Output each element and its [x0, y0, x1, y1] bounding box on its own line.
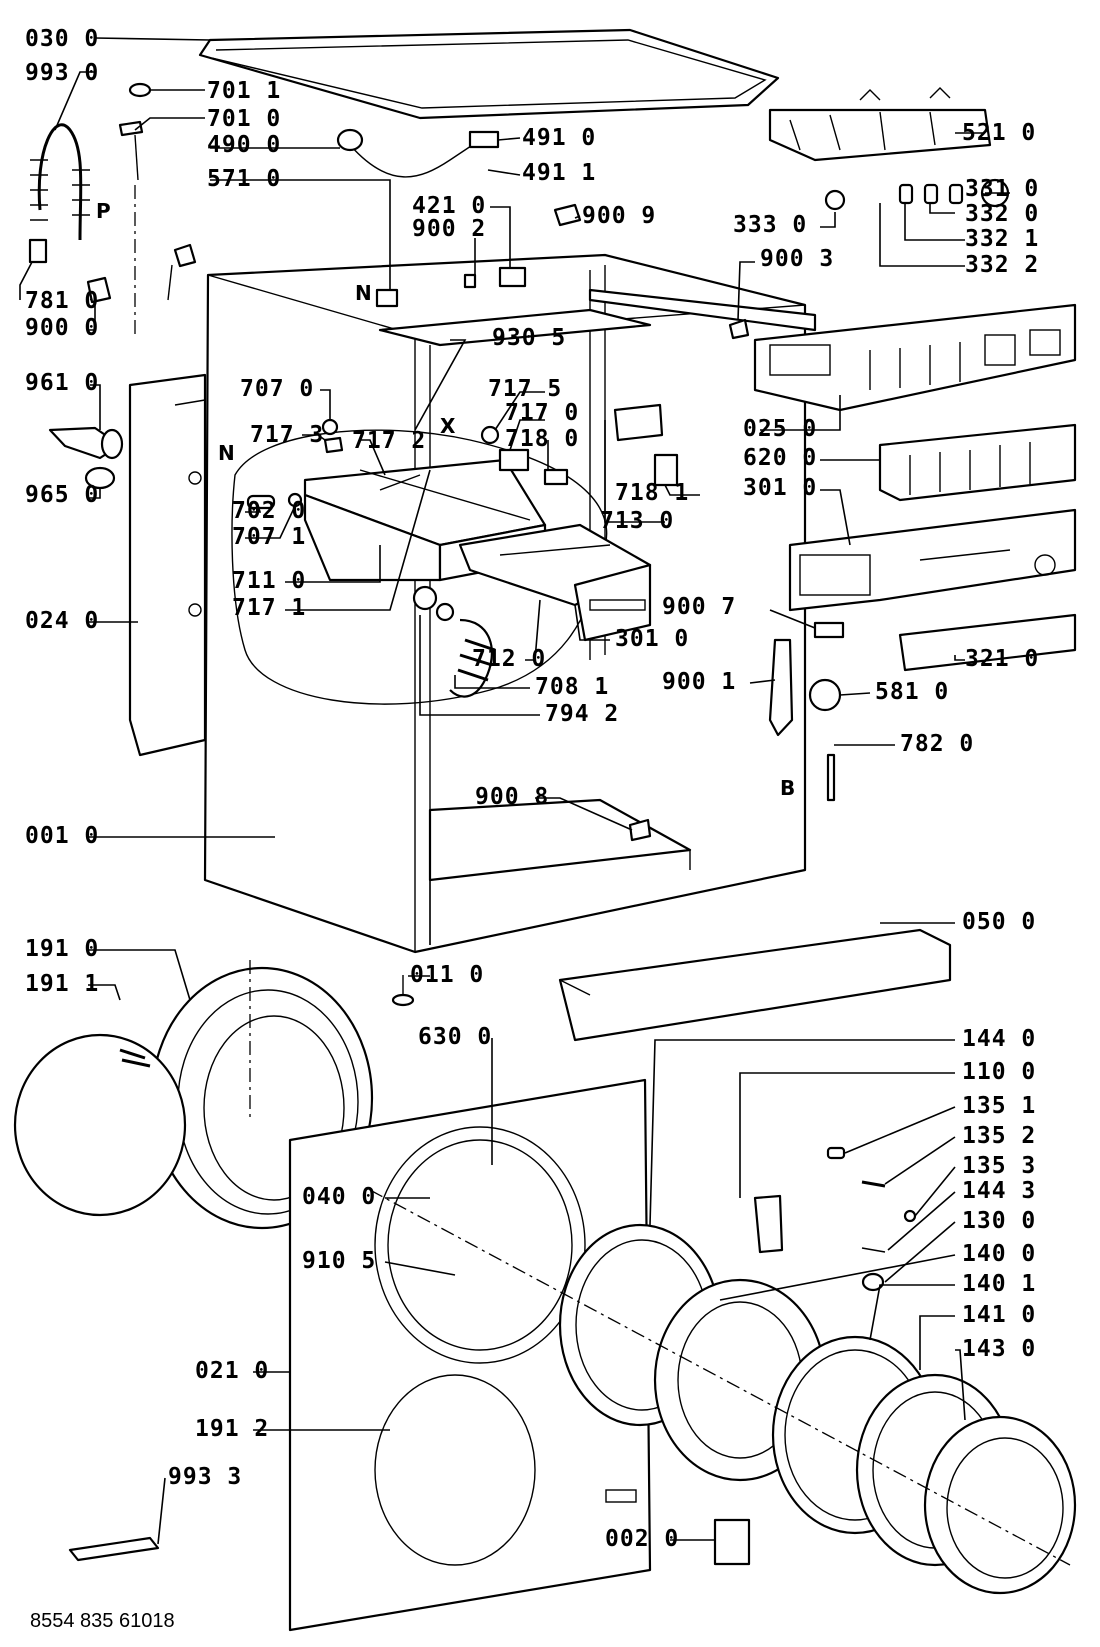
front-panel-part — [288, 1078, 652, 1632]
callout-910-5: 910 5 — [302, 1248, 376, 1274]
callout-491-1: 491 1 — [522, 160, 596, 186]
callout-630-0: 630 0 — [418, 1024, 492, 1050]
callout-900-8: 900 8 — [475, 784, 549, 810]
callout-191-1: 191 1 — [25, 971, 99, 997]
leader-lines — [19, 37, 1010, 1545]
callout-301-0-top: 301 0 — [743, 475, 817, 501]
callout-717-2: 717 2 — [352, 428, 426, 454]
callout-143-0: 143 0 — [962, 1336, 1036, 1362]
marker-p: P — [96, 199, 111, 223]
callout-900-0: 900 0 — [25, 315, 99, 341]
decor-panel-part — [898, 613, 1077, 672]
callout-782-0: 782 0 — [900, 731, 974, 757]
callout-717-0: 717 0 — [505, 400, 579, 426]
callout-712-0: 712 0 — [472, 646, 546, 672]
callout-001-0: 001 0 — [25, 823, 99, 849]
dispenser-housing-part — [768, 87, 992, 162]
callout-490-0: 490 0 — [207, 132, 281, 158]
callout-191-0: 191 0 — [25, 936, 99, 962]
callout-707-1: 707 1 — [232, 524, 306, 550]
callout-333-0: 333 0 — [733, 212, 807, 238]
callout-781-0: 781 0 — [25, 288, 99, 314]
callout-140-1: 140 1 — [962, 1271, 1036, 1297]
callout-191-2: 191 2 — [195, 1416, 269, 1442]
back-panel-part — [128, 373, 207, 757]
callout-011-0: 011 0 — [410, 962, 484, 988]
marker-n-top: N — [355, 281, 372, 305]
electronic-module-part — [878, 423, 1077, 502]
callout-701-0: 701 0 — [207, 106, 281, 132]
callout-993-3: 993 3 — [168, 1464, 242, 1490]
callout-571-0: 571 0 — [207, 166, 281, 192]
callout-141-0: 141 0 — [962, 1302, 1036, 1328]
marker-n-left: N — [218, 441, 235, 465]
callout-135-1: 135 1 — [962, 1093, 1036, 1119]
callout-301-0-drawer: 301 0 — [615, 626, 689, 652]
callout-024-0: 024 0 — [25, 608, 99, 634]
callout-717-3: 717 3 — [250, 422, 324, 448]
callout-110-0: 110 0 — [962, 1059, 1036, 1085]
callout-708-1: 708 1 — [535, 674, 609, 700]
callout-718-0: 718 0 — [505, 426, 579, 452]
callout-930-5: 930 5 — [492, 325, 566, 351]
callout-711-0: 711 0 — [232, 568, 306, 594]
callout-491-0: 491 0 — [522, 125, 596, 151]
callout-620-0: 620 0 — [743, 445, 817, 471]
callout-993-0: 993 0 — [25, 60, 99, 86]
callout-135-3: 135 3 — [962, 1153, 1036, 1179]
callout-050-0: 050 0 — [962, 909, 1036, 935]
callout-331-0: 331 0 — [965, 176, 1039, 202]
callout-900-2: 900 2 — [412, 216, 486, 242]
small-components — [28, 82, 1010, 1566]
callout-717-5: 717 5 — [488, 376, 562, 402]
callout-130-0: 130 0 — [962, 1208, 1036, 1234]
callout-332-1: 332 1 — [965, 226, 1039, 252]
callout-025-0: 025 0 — [743, 416, 817, 442]
door-assembly-part — [369, 1189, 1077, 1595]
callout-961-0: 961 0 — [25, 370, 99, 396]
callout-321-0: 321 0 — [965, 646, 1039, 672]
document-code: 8554 835 61018 — [30, 1610, 175, 1632]
callout-144-0: 144 0 — [962, 1026, 1036, 1052]
control-fascia-part — [788, 508, 1077, 612]
control-board-025-part — [753, 303, 1077, 412]
callout-332-2: 332 2 — [965, 252, 1039, 278]
callout-702-0: 702 0 — [232, 498, 306, 524]
callout-717-1: 717 1 — [232, 595, 306, 621]
callout-135-2: 135 2 — [962, 1123, 1036, 1149]
callout-707-0: 707 0 — [240, 376, 314, 402]
callout-900-1: 900 1 — [662, 669, 736, 695]
callout-965-0: 965 0 — [25, 482, 99, 508]
marker-b: B — [780, 776, 795, 800]
callout-900-3: 900 3 — [760, 246, 834, 272]
callout-021-0: 021 0 — [195, 1358, 269, 1384]
callout-002-0: 002 0 — [605, 1526, 679, 1552]
callout-718-1: 718 1 — [615, 480, 689, 506]
callout-713-0: 713 0 — [600, 508, 674, 534]
callout-140-0: 140 0 — [962, 1241, 1036, 1267]
callout-040-0: 040 0 — [302, 1184, 376, 1210]
hose-part — [435, 602, 496, 698]
kickplate-part — [558, 928, 952, 1042]
callout-900-7: 900 7 — [662, 594, 736, 620]
top-lid-part — [198, 28, 780, 120]
detergent-drawer-part — [458, 523, 652, 642]
callout-030-0: 030 0 — [25, 26, 99, 52]
callout-521-0: 521 0 — [962, 120, 1036, 146]
callout-332-0: 332 0 — [965, 201, 1039, 227]
callout-581-0: 581 0 — [875, 679, 949, 705]
callout-701-1: 701 1 — [207, 78, 281, 104]
callout-labels: 030 0 993 0 701 1 701 0 490 0 491 0 491 … — [25, 26, 1039, 1552]
callout-900-9: 900 9 — [582, 203, 656, 229]
callout-794-2: 794 2 — [545, 701, 619, 727]
callout-144-3: 144 3 — [962, 1178, 1036, 1204]
marker-x: X — [440, 414, 456, 438]
callout-421-0: 421 0 — [412, 193, 486, 219]
